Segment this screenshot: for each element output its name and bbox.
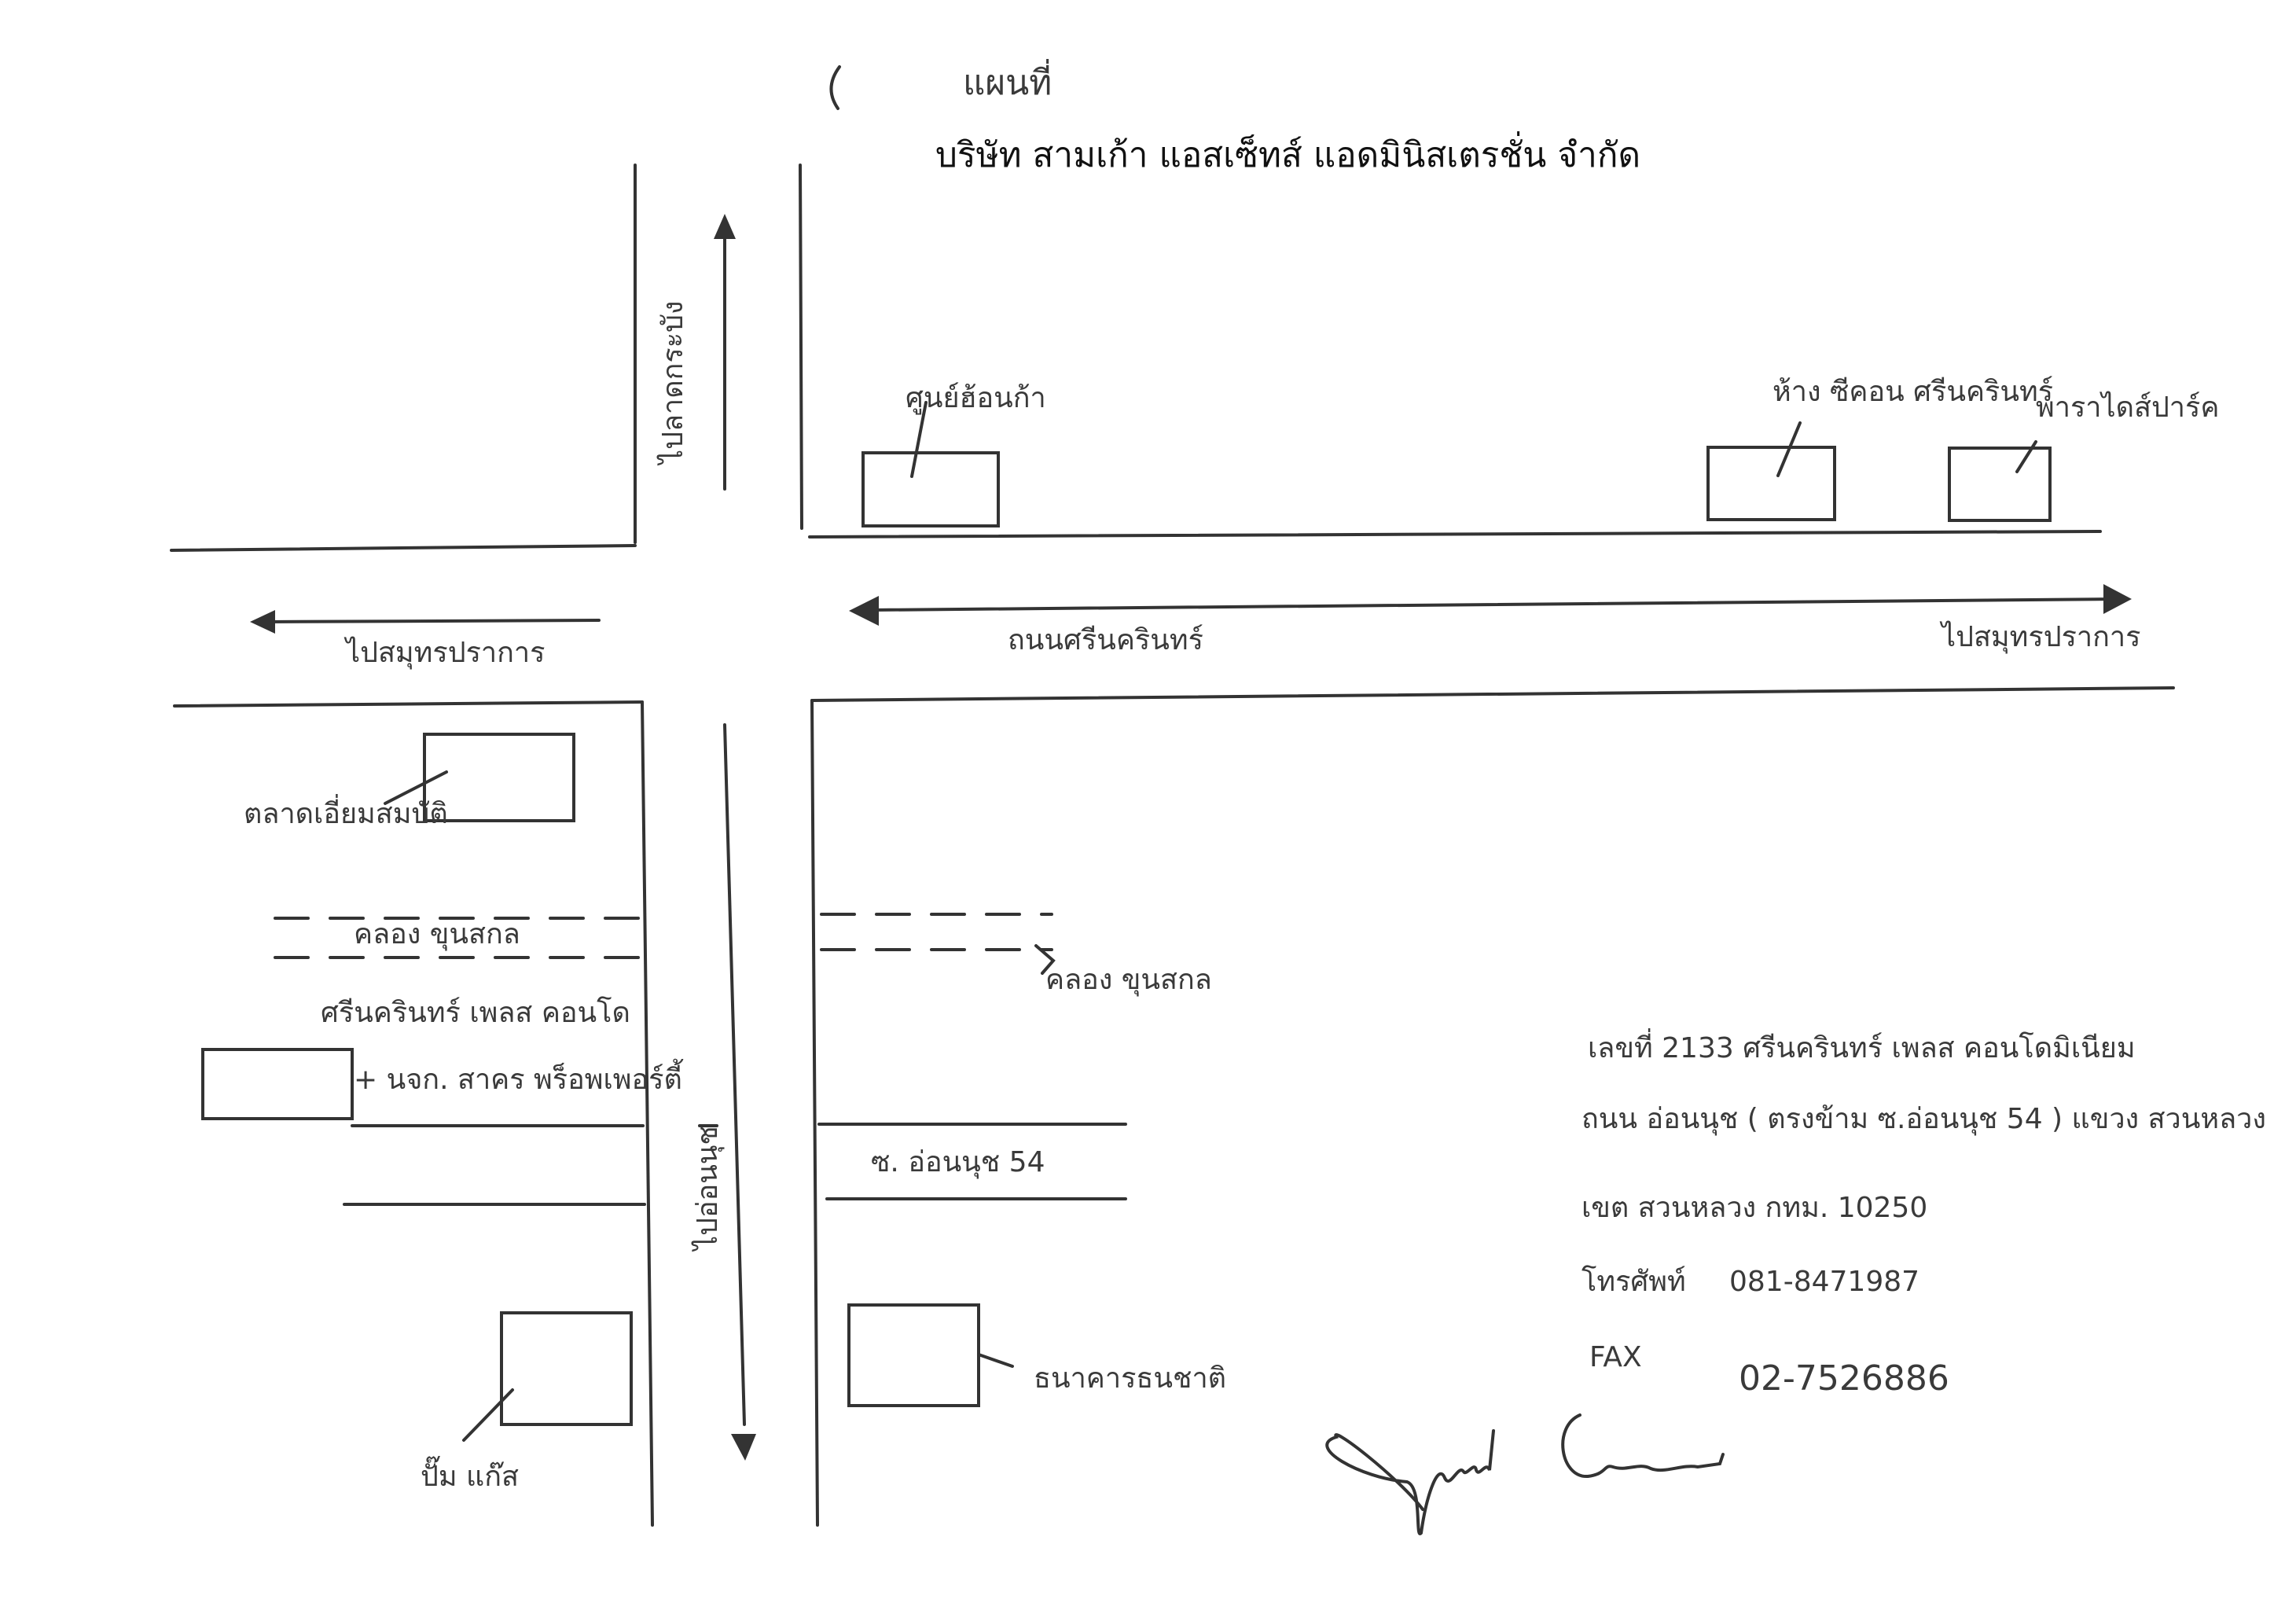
west-direction-label: ไปสมุทรปราการ bbox=[343, 636, 545, 670]
south-road-right-edge bbox=[810, 699, 819, 1527]
address-line-2: ถนน อ่อนนุช ( ตรงข้าม ซ.อ่อนนุช 54 ) แขว… bbox=[1581, 1103, 2266, 1136]
store-building bbox=[861, 451, 1000, 527]
mall-label: ห้าง ซีคอน ศรีนครินทร์ bbox=[1773, 376, 2053, 408]
company-title: บริษัท สามเก้า แอสเซ็ทส์ แอดมินิสเตรชั่น… bbox=[935, 130, 1640, 175]
fax-label: FAX bbox=[1589, 1341, 1642, 1373]
address-line-1: เลขที่ 2133 ศรีนครินทร์ เพลส คอนโดมิเนีย… bbox=[1588, 1028, 2136, 1064]
store-label: ศูนย์ฮ้อนก้า bbox=[906, 382, 1046, 415]
south-direction-label: ไปอ่อนนุช bbox=[691, 1126, 725, 1252]
main-road-bottom-left-edge bbox=[173, 700, 644, 708]
gas-station-label: ปั๊ม แก๊ส bbox=[421, 1455, 519, 1493]
north-road-right-edge bbox=[799, 164, 803, 530]
paradise-label: พาราไดส์ปาร์ค bbox=[2036, 391, 2219, 424]
west-arrowhead-icon bbox=[250, 610, 275, 634]
soi-onnut-label: ซ. อ่อนนุช 54 bbox=[871, 1146, 1045, 1179]
south-arrow-shaft bbox=[723, 723, 746, 1426]
south-road-left-edge bbox=[641, 700, 654, 1527]
store-pointer bbox=[910, 401, 928, 478]
address-line-3: เขต สวนหลวง กทม. 10250 bbox=[1581, 1192, 1927, 1224]
gas-station-pointer bbox=[462, 1388, 514, 1442]
mall-pointer bbox=[1776, 421, 1802, 477]
main-road-label: ถนนศรีนครินทร์ bbox=[1008, 624, 1203, 656]
handwritten-signature-icon bbox=[1325, 1413, 1725, 1535]
south-arrowhead-icon bbox=[731, 1434, 756, 1461]
map-heading: แผนที่ bbox=[963, 58, 1052, 103]
main-road-arrow-shaft bbox=[869, 597, 2116, 612]
canal-right-label: คลอง ขุนสกล bbox=[1045, 964, 1212, 997]
market-pointer bbox=[384, 770, 448, 805]
paradise-pointer bbox=[2015, 440, 2037, 473]
east-direction-label: ไปสมุทรปราการ bbox=[1939, 620, 2140, 654]
canal-right-pointer bbox=[1034, 944, 1056, 975]
paradise-building bbox=[1948, 447, 2052, 522]
condo-building bbox=[201, 1048, 354, 1120]
main-road-top-right-edge bbox=[808, 530, 2102, 539]
condo-label: ศรีนครินทร์ เพลส คอนโด bbox=[321, 996, 630, 1029]
north-arrowhead-icon bbox=[714, 214, 736, 239]
phone-number: 081-8471987 bbox=[1729, 1266, 1919, 1298]
mall-building bbox=[1706, 446, 1836, 521]
main-road-bottom-right-edge bbox=[810, 686, 2175, 702]
fax-number: 02-7526886 bbox=[1739, 1358, 1949, 1399]
market-building bbox=[423, 733, 575, 822]
bank-building bbox=[847, 1303, 980, 1407]
gas-station-building bbox=[500, 1311, 633, 1426]
market-label: ตลาดเอี่ยมสมบัติ bbox=[244, 794, 448, 830]
condo-note: + นจก. สาคร พร็อพเพอร์ตี้ bbox=[354, 1058, 684, 1096]
north-direction-label: ไปลาดกระบัง bbox=[656, 300, 689, 466]
main-road-top-left-edge bbox=[170, 544, 637, 552]
bank-pointer bbox=[977, 1353, 1014, 1368]
phone-label: โทรศัพท์ bbox=[1581, 1265, 1686, 1298]
canal-left-label: คลอง ขุนสกล bbox=[354, 918, 520, 951]
west-arrow-shaft bbox=[264, 619, 601, 623]
main-road-west-arrowhead-icon bbox=[849, 596, 879, 626]
main-road-east-arrowhead-icon bbox=[2103, 584, 2132, 614]
bank-label: ธนาคารธนชาติ bbox=[1034, 1362, 1226, 1395]
scan-mark bbox=[829, 65, 841, 110]
